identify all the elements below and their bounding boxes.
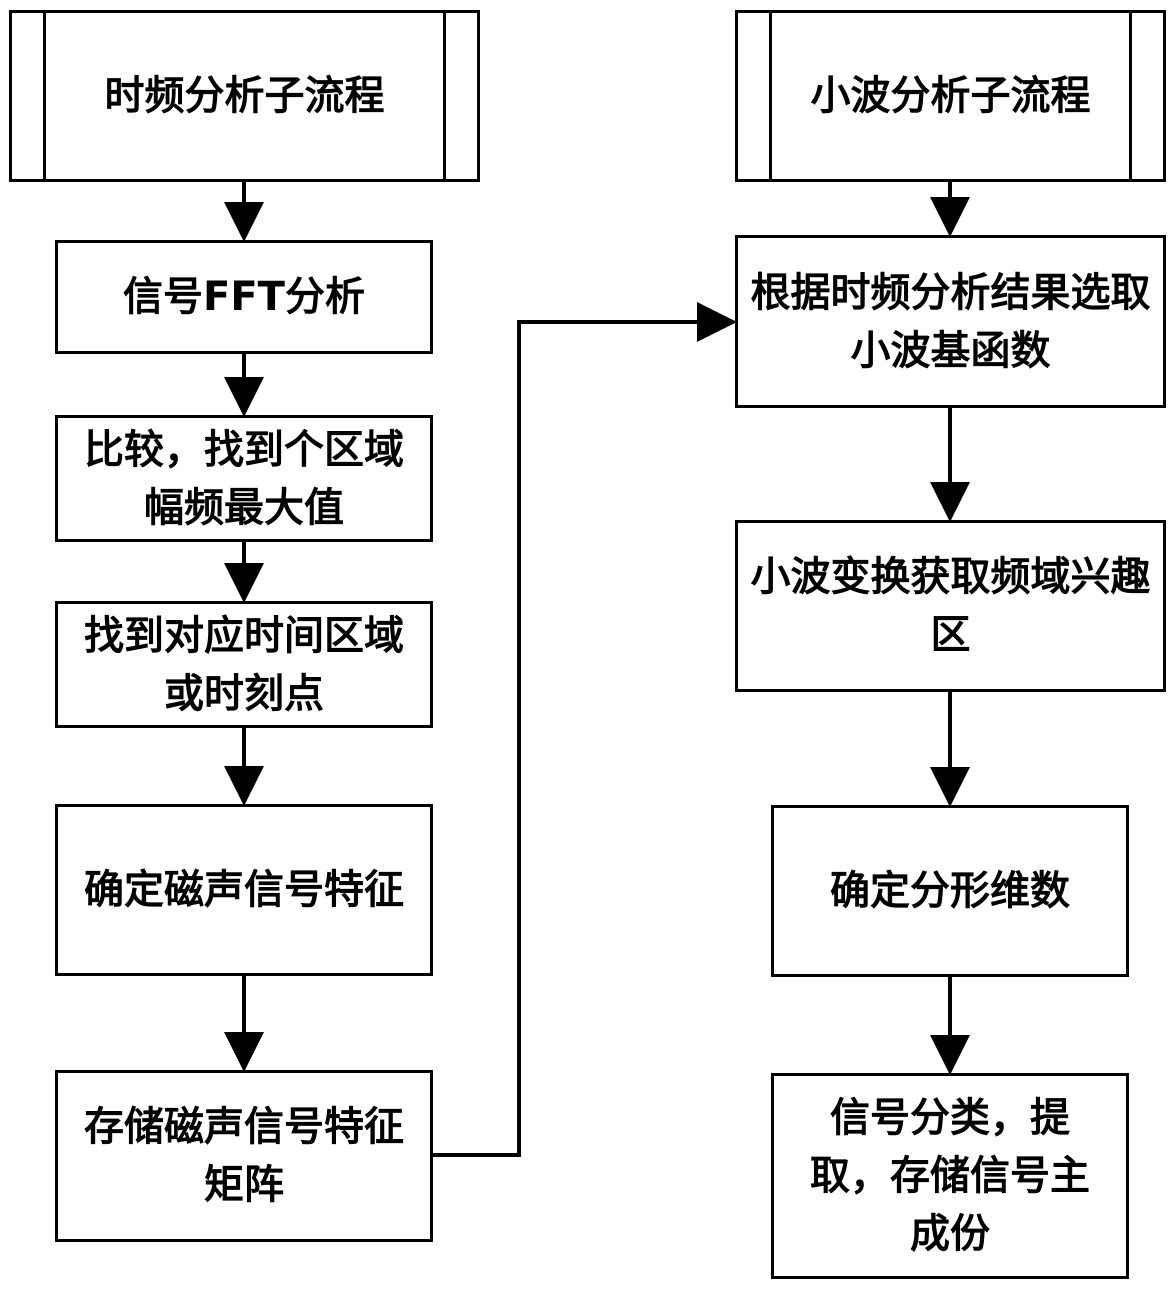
wavelet-subprocess-box: 小波分析子流程 xyxy=(735,10,1166,182)
fractal-dimension-box: 确定分形维数 xyxy=(771,805,1129,977)
store-feature-matrix-label: 存储磁声信号特征矩阵 xyxy=(82,1098,406,1214)
determine-feature-box: 确定磁声信号特征 xyxy=(55,804,433,976)
determine-feature-label: 确定磁声信号特征 xyxy=(84,861,404,919)
compare-max-box: 比较，找到个区域幅频最大值 xyxy=(55,415,433,542)
time-frequency-subprocess-label: 时频分析子流程 xyxy=(105,67,385,125)
fractal-dimension-label: 确定分形维数 xyxy=(830,862,1070,920)
classify-signal-label: 信号分类，提取，存储信号主成份 xyxy=(796,1089,1104,1263)
fft-analysis-box: 信号FFT分析 xyxy=(55,240,433,354)
select-wavelet-basis-label: 根据时频分析结果选取小波基函数 xyxy=(750,264,1151,380)
fft-analysis-label: 信号FFT分析 xyxy=(123,268,365,326)
wavelet-subprocess-label: 小波分析子流程 xyxy=(811,67,1091,125)
time-frequency-subprocess-box: 时频分析子流程 xyxy=(9,10,480,182)
compare-max-label: 比较，找到个区域幅频最大值 xyxy=(82,421,406,537)
select-wavelet-basis-box: 根据时频分析结果选取小波基函数 xyxy=(735,235,1166,408)
wavelet-transform-box: 小波变换获取频域兴趣区 xyxy=(735,520,1166,692)
wavelet-transform-label: 小波变换获取频域兴趣区 xyxy=(750,548,1151,664)
store-feature-matrix-box: 存储磁声信号特征矩阵 xyxy=(55,1070,433,1242)
arrow-store-to-wavelet-basis xyxy=(433,322,733,1155)
classify-signal-box: 信号分类，提取，存储信号主成份 xyxy=(771,1073,1129,1279)
locate-time-box: 找到对应时间区域或时刻点 xyxy=(55,601,433,728)
locate-time-label: 找到对应时间区域或时刻点 xyxy=(82,607,406,723)
